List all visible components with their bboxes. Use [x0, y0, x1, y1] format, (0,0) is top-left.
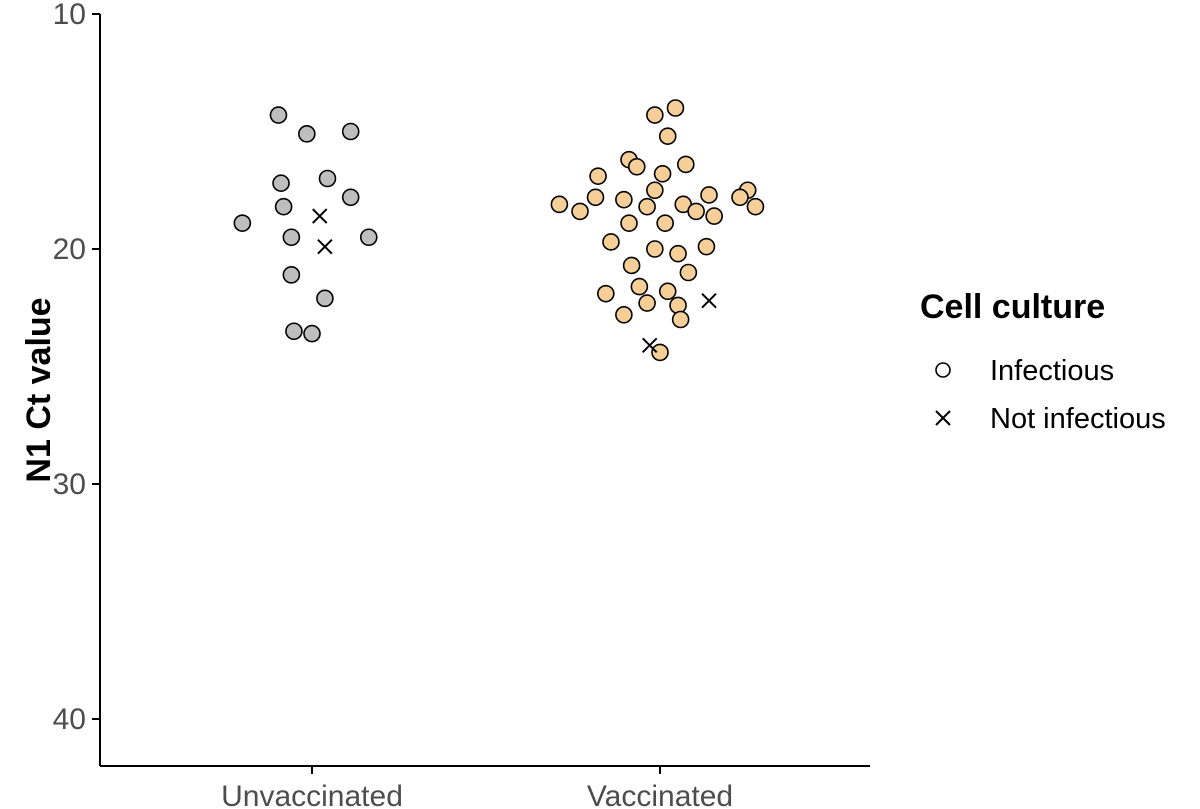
- x-tick-label: Unvaccinated: [221, 780, 403, 809]
- y-tick-label: 40: [53, 703, 86, 736]
- infectious-point: [666, 99, 685, 117]
- data-points: [233, 99, 765, 362]
- infectious-point: [746, 197, 765, 216]
- cross-stroke: [641, 337, 658, 354]
- infectious-point: [653, 165, 672, 183]
- infectious-point: [658, 282, 677, 301]
- infectious-point: [615, 305, 633, 324]
- infectious-point: [638, 294, 656, 312]
- infectious-point: [571, 202, 589, 221]
- infectious-point: [274, 197, 293, 216]
- infectious-point: [687, 202, 705, 221]
- cross-stroke: [701, 292, 717, 309]
- legend-title: Cell culture: [920, 288, 1105, 326]
- infectious-point: [282, 228, 301, 247]
- infectious-point: [627, 157, 646, 176]
- x-tick-label: Vaccinated: [587, 780, 733, 809]
- infectious-point: [272, 174, 290, 192]
- infectious-point: [615, 190, 633, 209]
- not-infectious-point: [641, 337, 658, 354]
- infectious-point: [589, 167, 607, 185]
- x-ticks: Unvaccinated Vaccinated: [221, 766, 733, 809]
- y-tick-label: 20: [53, 233, 86, 266]
- infectious-point: [316, 289, 334, 308]
- infectious-point: [359, 228, 378, 247]
- y-tick-label: 30: [53, 468, 86, 501]
- infectious-point: [318, 169, 337, 188]
- infectious-point: [620, 214, 638, 232]
- legend-label: Infectious: [990, 355, 1114, 387]
- plot-area: 10 20 30 40 Unvaccinated Vaccinated: [53, 0, 870, 809]
- infectious-point: [630, 277, 649, 296]
- infectious-point: [586, 188, 605, 207]
- infectious-point: [550, 195, 569, 214]
- infectious-point: [679, 263, 698, 282]
- infectious-point: [676, 155, 695, 174]
- legend-circle-icon: [935, 362, 951, 378]
- not-infectious-point: [317, 238, 333, 255]
- infectious-point: [233, 214, 252, 232]
- infectious-point: [597, 284, 615, 303]
- infectious-point: [341, 188, 360, 207]
- infectious-point: [697, 237, 716, 256]
- legend-label: Not infectious: [990, 403, 1166, 435]
- infectious-point: [282, 266, 301, 284]
- infectious-point: [669, 296, 687, 315]
- infectious-point: [646, 240, 664, 258]
- y-axis-title: N1 Ct value: [20, 297, 58, 482]
- infectious-point: [303, 324, 321, 343]
- infectious-point: [646, 106, 664, 124]
- infectious-point: [669, 244, 687, 263]
- legend-cross-icon: [935, 410, 951, 426]
- infectious-point: [658, 127, 677, 145]
- infectious-point: [269, 106, 288, 124]
- y-ticks: 10 20 30 40: [53, 0, 100, 736]
- infectious-point: [622, 256, 641, 275]
- infectious-point: [671, 310, 690, 329]
- y-tick-label: 10: [53, 0, 86, 31]
- infectious-point: [602, 233, 620, 251]
- infectious-point: [341, 122, 360, 141]
- cross-stroke: [312, 208, 328, 224]
- infectious-point: [731, 188, 749, 207]
- not-infectious-point: [312, 208, 328, 224]
- infectious-point: [651, 343, 669, 362]
- infectious-point: [700, 186, 718, 204]
- infectious-point: [646, 181, 664, 200]
- infectious-point: [285, 322, 303, 341]
- infectious-point: [298, 125, 316, 143]
- infectious-point: [656, 214, 674, 232]
- infectious-point: [638, 197, 656, 216]
- infectious-point: [705, 207, 723, 225]
- cross-stroke: [317, 238, 333, 255]
- not-infectious-point: [701, 292, 717, 309]
